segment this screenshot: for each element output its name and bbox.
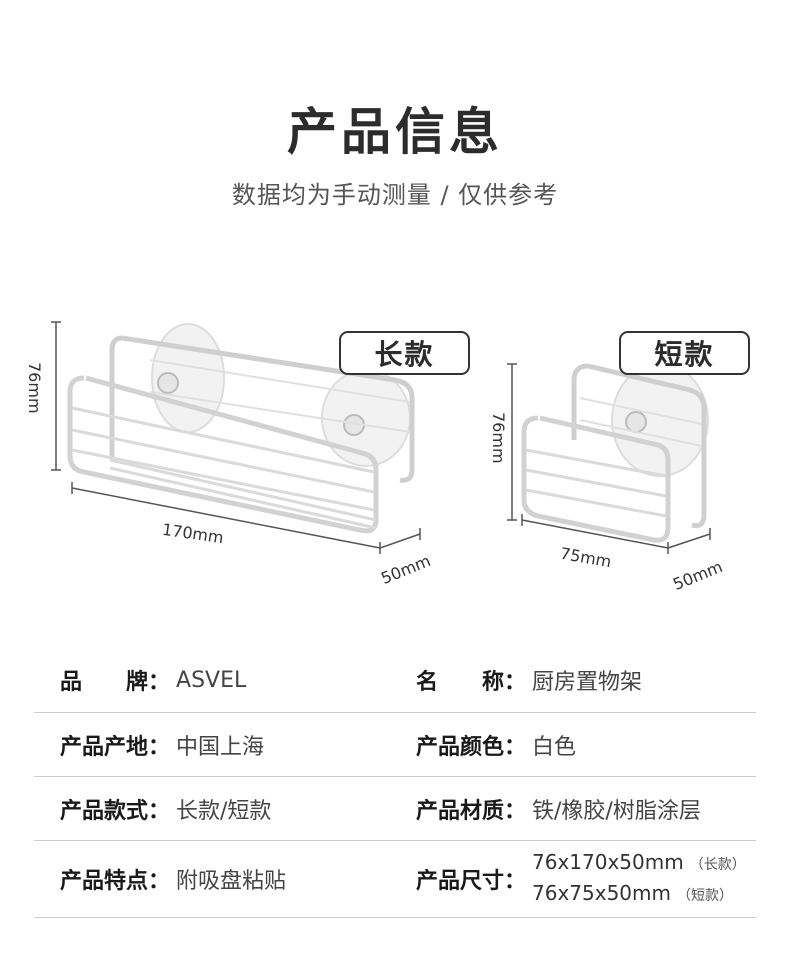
page-title: 产品信息 bbox=[287, 103, 503, 161]
style-value: 长款/短款 bbox=[176, 798, 272, 824]
color-cell: 产品颜色： 白色 bbox=[416, 729, 576, 761]
material-label: 产品材质： bbox=[416, 798, 527, 824]
name-cell: 名 称： 厨房置物架 bbox=[416, 664, 642, 696]
name-value: 厨房置物架 bbox=[532, 670, 643, 695]
size-short-note: （短款） bbox=[677, 888, 733, 904]
size-long-note: （长款） bbox=[689, 857, 746, 873]
spec-table: 品 牌： ASVEL 名 称： 厨房置物架 产品产地： 中国上海 产品颜色： 白… bbox=[34, 648, 756, 918]
short-rack-dimensions bbox=[507, 363, 711, 554]
short-height-label: 76mm bbox=[489, 412, 508, 464]
name-label: 名 称： bbox=[416, 670, 527, 695]
origin-label: 产品产地： bbox=[60, 734, 171, 760]
size-long-value: 76x170x50mm bbox=[532, 850, 684, 874]
origin-value: 中国上海 bbox=[176, 734, 265, 760]
long-rack-image bbox=[67, 323, 415, 534]
spec-row: 品 牌： ASVEL 名 称： 厨房置物架 bbox=[34, 648, 756, 713]
short-style-badge: 短款 bbox=[619, 331, 750, 375]
short-rack-image bbox=[521, 363, 709, 543]
feature-label: 产品特点： bbox=[60, 869, 171, 894]
color-label: 产品颜色： bbox=[416, 734, 527, 760]
page-subtitle: 数据均为手动测量 / 仅供参考 bbox=[231, 181, 559, 209]
size-values: 76x170x50mm （长款） 76x75x50mm （短款） bbox=[532, 848, 746, 910]
material-value: 铁/橡胶/树脂涂层 bbox=[532, 798, 701, 824]
feature-value: 附吸盘粘贴 bbox=[176, 869, 287, 894]
size-short-value: 76x75x50mm bbox=[532, 881, 671, 905]
product-illustration bbox=[51, 321, 711, 554]
color-value: 白色 bbox=[532, 734, 577, 760]
size-label: 产品尺寸： bbox=[416, 869, 527, 894]
style-label: 产品款式： bbox=[60, 798, 171, 824]
size-short-row: 76x75x50mm （短款） bbox=[532, 879, 746, 910]
spec-row: 产品款式： 长款/短款 产品材质： 铁/橡胶/树脂涂层 bbox=[34, 777, 756, 841]
material-cell: 产品材质： 铁/橡胶/树脂涂层 bbox=[416, 793, 701, 825]
long-rack-dimensions bbox=[51, 321, 421, 554]
spec-row: 产品特点： 附吸盘粘贴 产品尺寸： 76x170x50mm （长款） 76x75x… bbox=[34, 841, 756, 918]
size-cell: 产品尺寸： 76x170x50mm （长款） 76x75x50mm （短款） bbox=[416, 848, 746, 910]
brand-value: ASVEL bbox=[176, 667, 247, 693]
brand-cell: 品 牌： ASVEL bbox=[60, 664, 246, 696]
style-cell: 产品款式： 长款/短款 bbox=[60, 793, 271, 825]
long-height-label: 76mm bbox=[25, 362, 44, 414]
long-style-badge: 长款 bbox=[339, 331, 470, 375]
spec-row: 产品产地： 中国上海 产品颜色： 白色 bbox=[34, 713, 756, 777]
origin-cell: 产品产地： 中国上海 bbox=[60, 729, 264, 761]
size-long-row: 76x170x50mm （长款） bbox=[532, 848, 746, 879]
feature-cell: 产品特点： 附吸盘粘贴 bbox=[60, 863, 286, 895]
brand-label: 品 牌： bbox=[60, 670, 171, 695]
